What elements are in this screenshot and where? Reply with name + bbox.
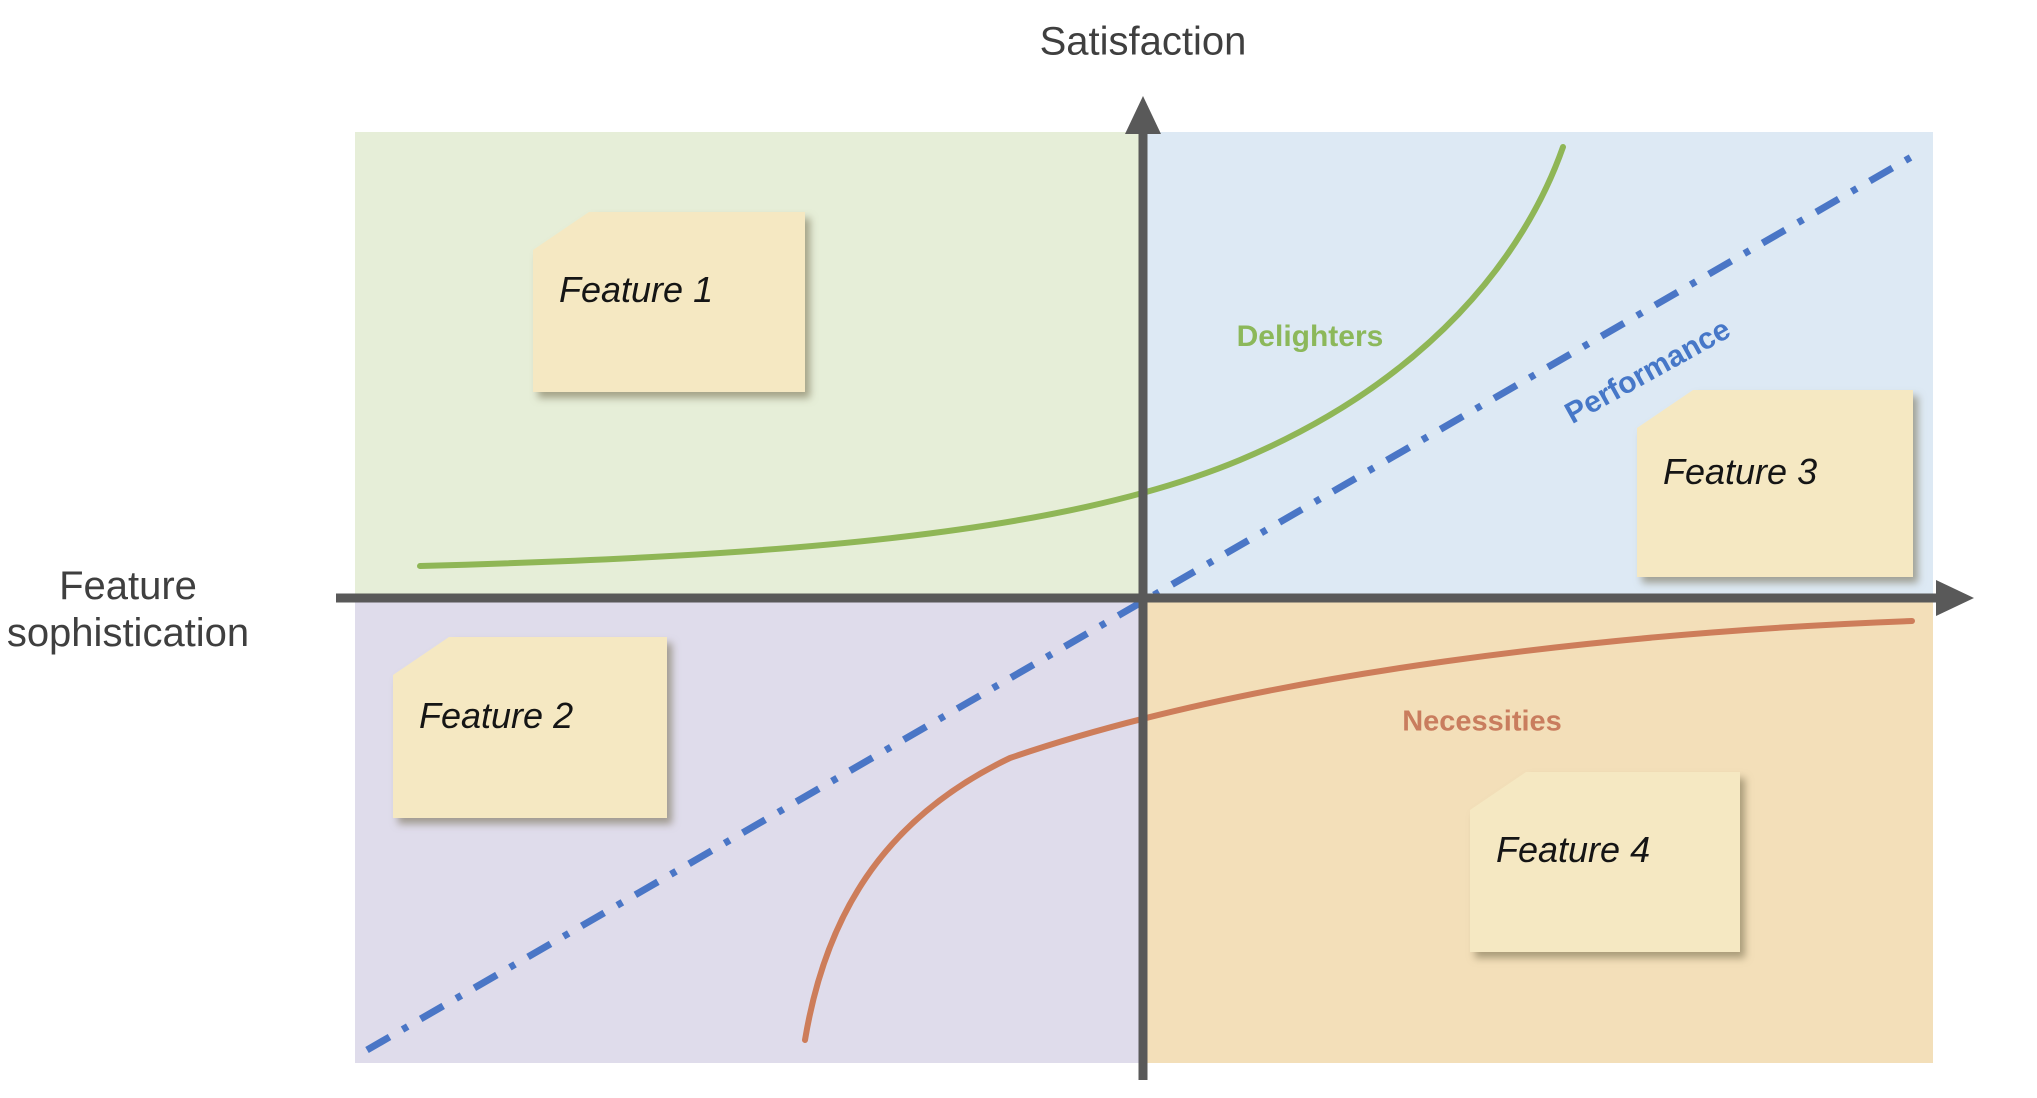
sticky-note-feature-2-face: Feature 2 <box>393 637 667 818</box>
x-axis-title-line2: sophistication <box>6 611 250 655</box>
performance-line <box>365 148 1922 1054</box>
necessities-curve <box>802 618 1915 1043</box>
sticky-note-feature-2[interactable]: Feature 2 <box>393 637 667 818</box>
sticky-note-feature-4-label: Feature 4 <box>1496 829 1651 870</box>
delighters-curve <box>417 144 1566 569</box>
sticky-note-feature-4[interactable]: Feature 4 <box>1470 772 1740 952</box>
sticky-note-feature-3[interactable]: Feature 3 <box>1637 390 1913 577</box>
y-axis-title: Satisfaction <box>1039 19 1247 64</box>
sticky-note-feature-1-face: Feature 1 <box>533 212 805 392</box>
necessities-label: Necessities <box>1402 705 1562 738</box>
sticky-note-feature-2-label: Feature 2 <box>419 694 574 736</box>
sticky-note-feature-4-face: Feature 4 <box>1470 772 1740 952</box>
x-axis-title-line1: Feature <box>59 564 197 608</box>
delighters-label: Delighters <box>1236 320 1384 353</box>
sticky-note-feature-1[interactable]: Feature 1 <box>533 212 805 392</box>
x-axis-arrowhead <box>1936 580 1974 616</box>
sticky-note-feature-3-label: Feature 3 <box>1663 450 1818 492</box>
x-axis-title: Feature sophistication <box>7 563 249 657</box>
sticky-note-feature-3-face: Feature 3 <box>1637 390 1913 577</box>
y-axis-arrowhead <box>1125 96 1161 134</box>
sticky-note-feature-1-label: Feature 1 <box>559 269 714 310</box>
